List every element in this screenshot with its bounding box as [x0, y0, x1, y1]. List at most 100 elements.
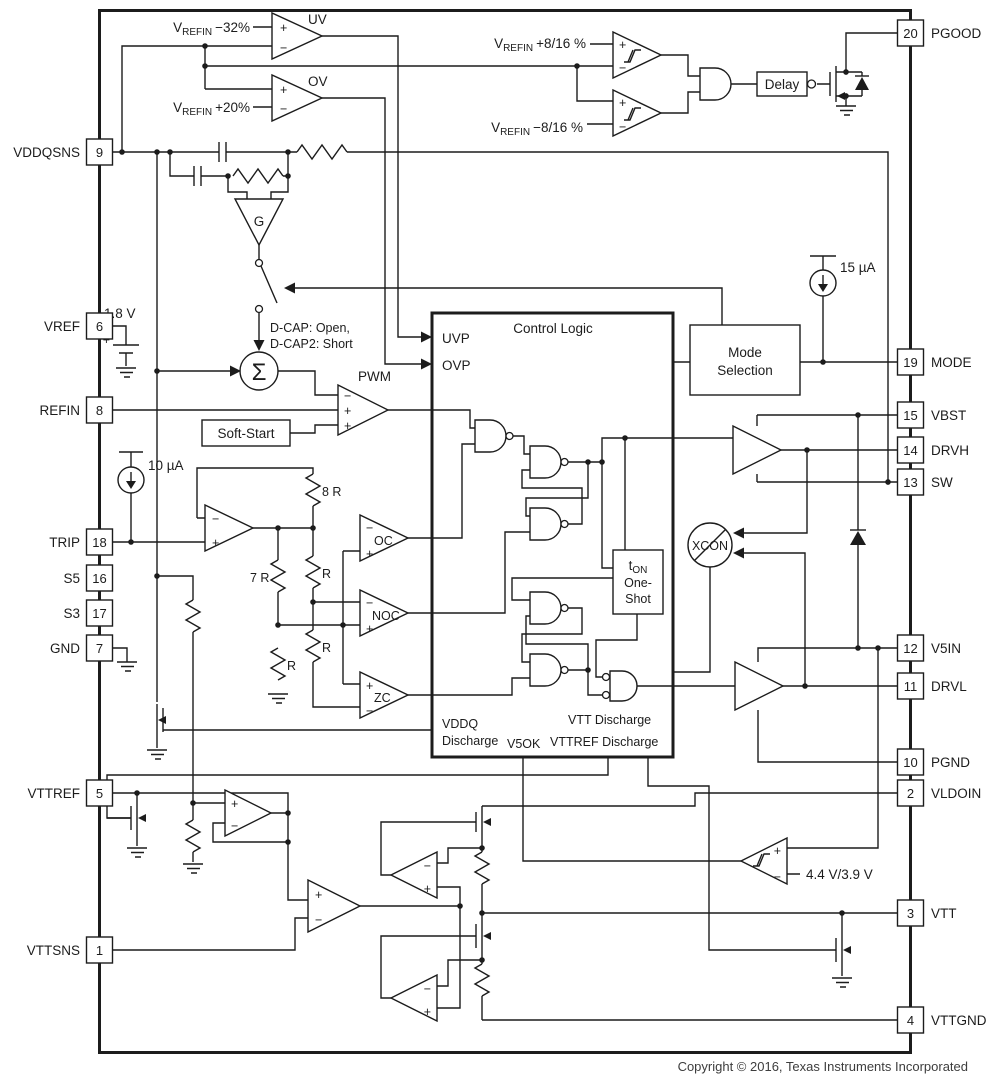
- copyright-text: Copyright © 2016, Texas Instruments Inco…: [678, 1059, 968, 1074]
- dcap-mode-switch: D-CAP: Open, D-CAP2: Short: [256, 260, 354, 352]
- current-10ua-label: 10 µA: [148, 458, 184, 473]
- and-input-bubble-1: [603, 674, 610, 681]
- pin-label: V5IN: [931, 641, 961, 656]
- pwm-plus1: +: [344, 404, 351, 418]
- pin-number: 18: [92, 535, 106, 550]
- ovp-label: OVP: [442, 358, 471, 373]
- mode-selection-label-2: Selection: [717, 363, 773, 378]
- capacitor-feedback-1: [219, 142, 226, 162]
- erramp-minus: −: [315, 913, 322, 927]
- pin-number: 9: [96, 145, 103, 160]
- pwm-comparator: − + + PWM: [338, 369, 391, 435]
- soft-start-block: Soft-Start: [202, 420, 290, 446]
- vttref-discharge-mosfet: [131, 802, 146, 834]
- nand-2-bubble: [561, 459, 568, 466]
- ladder-labels: 8 R R 7 R R R: [250, 485, 341, 673]
- pin-v5in: 12 V5IN: [898, 635, 962, 661]
- dcap-note-line2: D-CAP2: Short: [270, 337, 353, 351]
- minus-sign: −: [619, 61, 626, 75]
- uv-comparator: + − UV VREFIN−32%: [173, 12, 327, 59]
- pin-number: 3: [907, 906, 914, 921]
- label-8r: 8 R: [322, 485, 341, 499]
- noc-plus: +: [366, 622, 373, 636]
- oc-plus: +: [366, 547, 373, 561]
- pin-label: S3: [63, 606, 80, 621]
- oc-comparator: − + OC: [360, 515, 408, 561]
- vtt-error-amplifier: + −: [308, 880, 360, 932]
- resistor-vtt-sink-sense: [475, 964, 489, 996]
- bootstrap-diode: [850, 530, 866, 545]
- noc-minus: −: [366, 596, 373, 610]
- delay-block: Delay: [757, 72, 816, 96]
- pin-number: 13: [903, 475, 917, 490]
- pgood-mosfet: [830, 66, 869, 106]
- pin-label: VREF: [44, 319, 80, 334]
- ov-threshold-label: VREFIN+20%: [173, 100, 250, 118]
- pin-label: VTTSNS: [27, 943, 80, 958]
- pin-sw: 13 SW: [898, 469, 954, 495]
- mosfet-leads: [836, 72, 846, 106]
- zc-minus: −: [366, 704, 373, 718]
- pwm-label: PWM: [358, 369, 391, 384]
- pin-label: VBST: [931, 408, 966, 423]
- pin-refin: 8 REFIN: [40, 397, 113, 423]
- vddq-discharge-label-2: Discharge: [442, 734, 498, 748]
- output-and-gate: [610, 671, 637, 701]
- ov-plus: +: [280, 83, 287, 97]
- resistor-gain-input: [233, 169, 283, 183]
- pin-label: VTTGND: [931, 1013, 986, 1028]
- pin-vttgnd: 4 VTTGND: [898, 1007, 986, 1033]
- pin-pgnd: 10 PGND: [898, 749, 971, 775]
- label-r1: R: [322, 567, 331, 581]
- mosfet-arrow: [483, 932, 491, 940]
- trip-minus: −: [212, 512, 219, 526]
- pin-vldoin: 2 VLDOIN: [898, 780, 982, 806]
- pgood-upper-threshold-label: VREFIN+8/16 %: [494, 36, 586, 54]
- pin-label: TRIP: [49, 535, 80, 550]
- pin-label: PGOOD: [931, 26, 982, 41]
- pin-gnd: 7 GND: [50, 635, 113, 661]
- vddq-discharge-mosfet: [157, 704, 166, 736]
- resistor-vddqsns-feedback: [297, 145, 347, 159]
- sigma-label: Σ: [252, 359, 267, 386]
- pin-number: 7: [96, 641, 103, 656]
- capacitor-feedback-2: [194, 166, 201, 186]
- pin-pgood: 20 PGOOD: [898, 20, 982, 46]
- pin-label: DRVH: [931, 443, 969, 458]
- zc-plus: +: [366, 679, 373, 693]
- noc-comparator: − + NOC: [360, 590, 408, 636]
- low-side-driver: [735, 662, 783, 710]
- mode-selection-box: [690, 325, 800, 395]
- current-15ua-label: 15 µA: [840, 260, 876, 275]
- uvlo-plus: +: [774, 844, 781, 858]
- low-side-driver-body: [735, 662, 783, 710]
- resistor-divider-bottom: [186, 820, 200, 852]
- and-input-bubble-2: [603, 692, 610, 699]
- pin-trip: 18 TRIP: [49, 529, 112, 555]
- pin-label: VTTREF: [28, 786, 81, 801]
- uvp-label: UVP: [442, 331, 470, 346]
- amp-minus: −: [424, 859, 431, 873]
- pin-drvl: 11 DRVL: [898, 673, 968, 699]
- switch-contact-top: [256, 260, 263, 267]
- summing-node: Σ: [240, 352, 278, 390]
- pin-label: MODE: [931, 355, 972, 370]
- pin-mode: 19 MODE: [898, 349, 972, 375]
- high-side-driver-body: [733, 426, 781, 474]
- pins-left: 9 VDDQSNS 6 VREF 8 REFIN 18 TRIP 16 S5 1…: [13, 139, 112, 963]
- delay-label: Delay: [765, 77, 800, 92]
- mode-selection-block: Mode Selection: [690, 325, 800, 395]
- resistor-r-bias: [271, 648, 285, 680]
- erramp-plus: +: [315, 888, 322, 902]
- pin-number: 12: [903, 641, 917, 656]
- pin-number: 19: [903, 355, 917, 370]
- uvlo-threshold-label: 4.4 V/3.9 V: [806, 867, 873, 882]
- ton-one-shot: tON One- Shot: [613, 550, 663, 614]
- control-logic-label: Control Logic: [513, 321, 593, 336]
- pin-label: PGND: [931, 755, 970, 770]
- mode-selection-label-1: Mode: [728, 345, 762, 360]
- nand-4-bubble: [561, 605, 568, 612]
- amp-plus: +: [424, 882, 431, 896]
- resistor-7r: [271, 560, 285, 592]
